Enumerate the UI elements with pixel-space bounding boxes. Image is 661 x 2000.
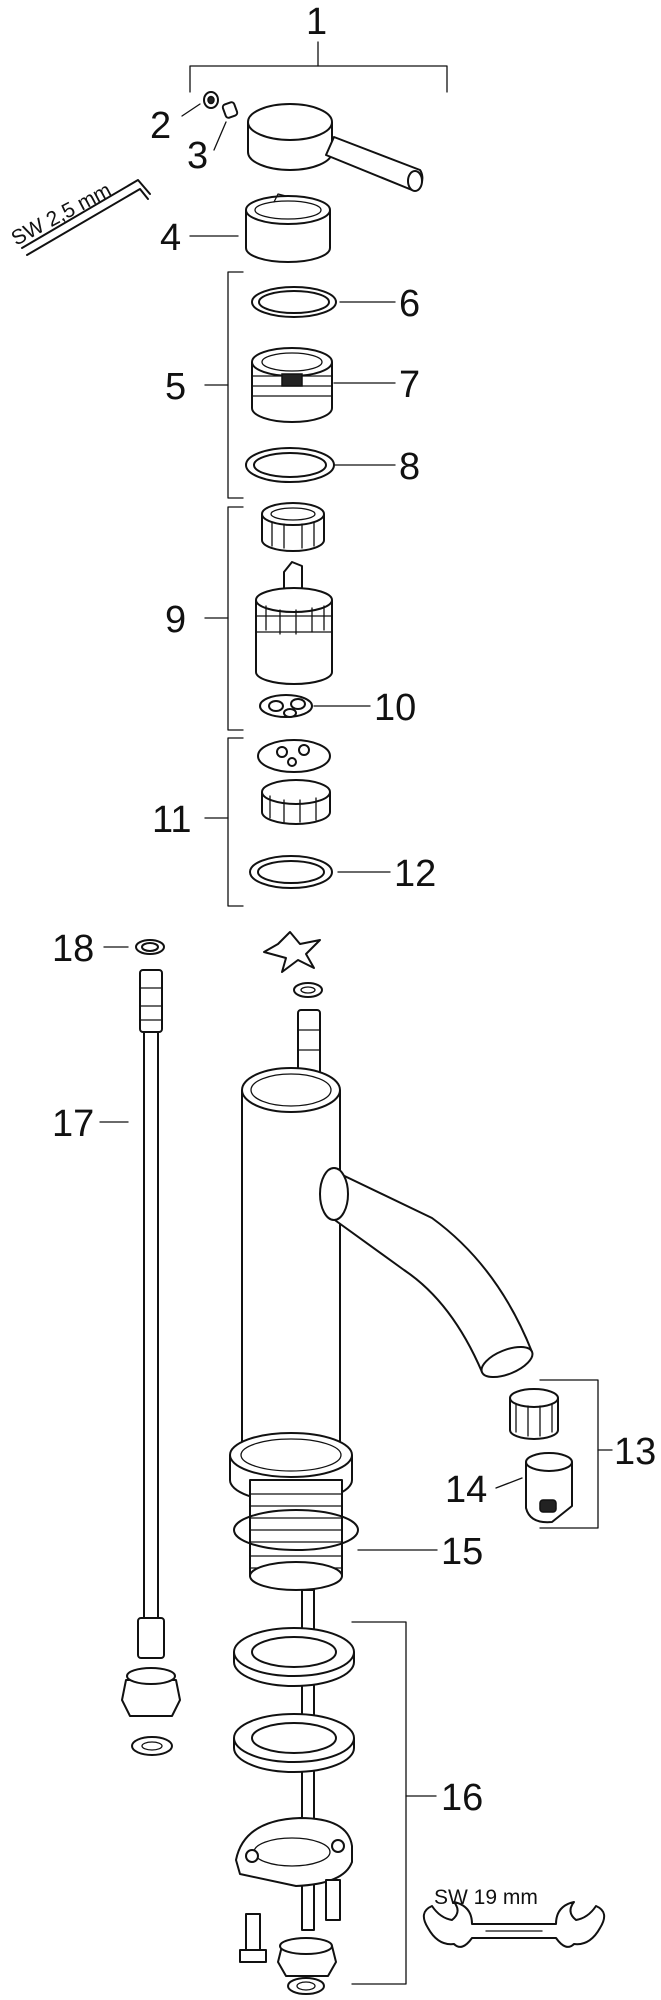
callout-7: 7 (399, 364, 420, 406)
callout-17: 17 (52, 1103, 94, 1145)
wrench-label: SW 19 mm (434, 1886, 538, 1909)
set-screw-parts (203, 91, 239, 119)
callout-8: 8 (399, 446, 420, 488)
o-ring-8-part (245, 447, 335, 483)
callout-1: 1 (306, 1, 327, 43)
cover-sleeve-part (245, 193, 331, 263)
callout-10: 10 (374, 687, 416, 729)
mixer-body-part (229, 931, 534, 1591)
leader-lines (99, 41, 613, 1985)
hex-key-tool: SW 2,5 mm (8, 179, 151, 256)
cartridge-seals-part (259, 694, 313, 718)
callout-15: 15 (441, 1531, 483, 1573)
o-ring-12-part (249, 855, 333, 889)
o-ring-6-part (251, 286, 337, 318)
callout-12: 12 (394, 853, 436, 895)
callout-16: 16 (441, 1777, 483, 1819)
wrench-tool: SW 19 mm (422, 1886, 606, 1948)
mounting-set-part (233, 1589, 355, 1995)
aerator-part (509, 1388, 573, 1524)
callout-13: 13 (614, 1431, 656, 1473)
callout-18: 18 (52, 928, 94, 970)
callout-5: 5 (165, 366, 186, 408)
callout-numbers: 1 2 3 4 5 6 7 8 9 10 11 12 13 14 15 16 1… (52, 1, 656, 1819)
threaded-nut-part (251, 347, 333, 423)
callout-6: 6 (399, 283, 420, 325)
handle-part (247, 103, 424, 192)
callout-11: 11 (152, 799, 191, 841)
callout-4: 4 (160, 217, 181, 259)
flexible-hose-part (121, 939, 181, 1756)
callout-14: 14 (445, 1469, 487, 1511)
callout-2: 2 (150, 105, 171, 147)
callout-3: 3 (187, 135, 208, 177)
hex-key-label: SW 2,5 mm (8, 179, 116, 251)
flow-insert-part (257, 739, 331, 825)
callout-9: 9 (165, 599, 186, 641)
cartridge-part (255, 502, 333, 685)
